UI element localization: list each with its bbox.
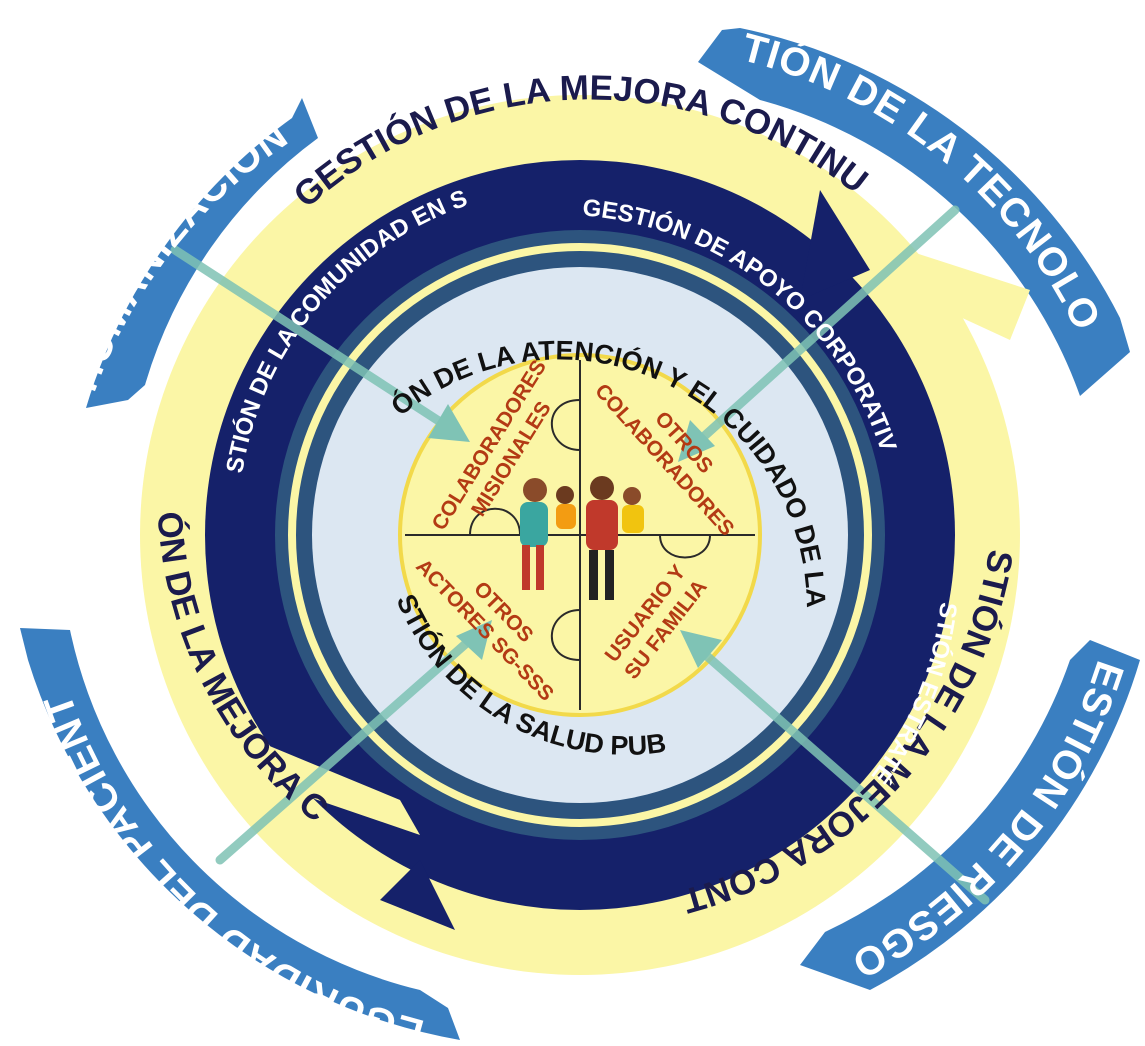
- connector-arrow-icon: [428, 404, 470, 442]
- outer-arrows: [20, 28, 1140, 1040]
- arrow-seguridad: [20, 628, 460, 1040]
- arrow-riesgos: [800, 640, 1140, 990]
- connector-arrow-icon: [680, 630, 722, 668]
- puzzle-lines: [405, 360, 755, 710]
- family-icon: [520, 476, 644, 600]
- connector-heads: [428, 404, 722, 668]
- connector-arrow-icon: [456, 620, 492, 660]
- arrow-tecnologia: [698, 28, 1130, 396]
- connectors: [170, 205, 990, 905]
- navy-arrow-head-top: [800, 190, 870, 300]
- navy-arrow-head-bottom: [380, 860, 455, 930]
- arrow-humanizacion: [86, 98, 318, 408]
- connector-arrow-icon: [678, 420, 715, 462]
